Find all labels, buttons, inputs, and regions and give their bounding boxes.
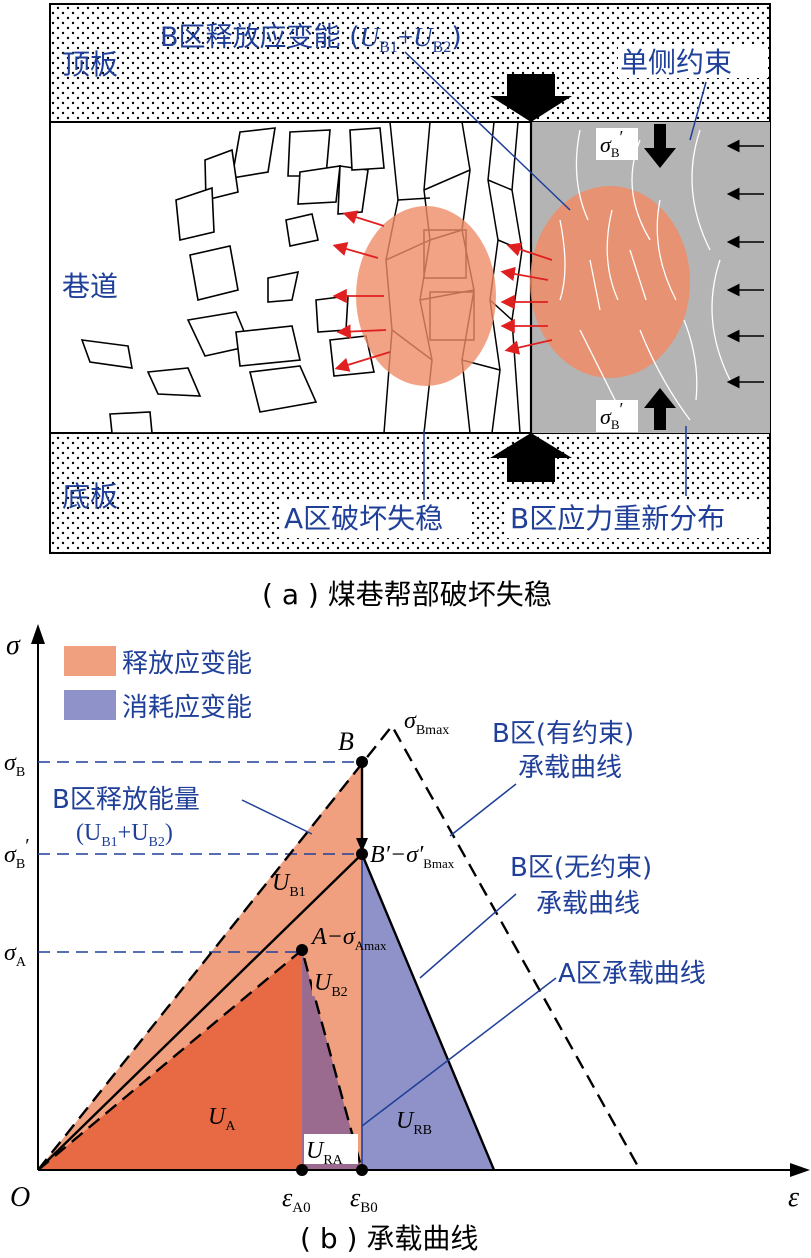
- curve-b-constrained: [37, 723, 642, 1171]
- roadway-label: 巷道: [62, 270, 118, 303]
- roof-label: 顶板: [62, 48, 118, 81]
- point-a-label: A−σAmax: [310, 924, 387, 953]
- zone-a-ellipse: [356, 206, 496, 386]
- curve-b-constrained-label-2: 承载曲线: [518, 753, 622, 783]
- floor-load-arrow: [490, 433, 572, 482]
- zone-a-area: [38, 950, 302, 1170]
- area-ub1-label: UB1: [272, 870, 306, 900]
- point-b-prime-label: B′−σ′Bmax: [370, 842, 455, 871]
- caption-a: ( a ) 煤巷帮部破坏失稳: [262, 578, 552, 611]
- panel-b: 释放应变能 消耗应变能 σ ε O σB σB′ σA εA0 εB0 B σB…: [4, 624, 810, 1255]
- x-tick-epsilon-b0: εB0: [350, 1183, 378, 1216]
- area-ua-label: UA: [208, 1104, 236, 1134]
- curve-b-constrained-label-1: B区(有约束): [492, 719, 634, 749]
- y-tick-sigma-b-prime: σB′: [4, 835, 30, 872]
- curve-b-unconstrained-label-1: B区(无约束): [510, 853, 652, 883]
- x-tick-epsilon-a0: εA0: [282, 1183, 311, 1216]
- legend: 释放应变能 消耗应变能: [64, 646, 252, 723]
- axis-epsilon-label: ε: [788, 1182, 799, 1213]
- release-arrows: [332, 210, 553, 372]
- curve-a-leader: [361, 977, 557, 1127]
- svg-text:A区破坏失稳: A区破坏失稳: [284, 502, 443, 535]
- curve-b-unconstrained-leader: [419, 893, 517, 979]
- key-points: [296, 756, 368, 1176]
- zone-b-label: B区应力重新分布: [506, 500, 764, 538]
- y-tick-sigma-b: σB: [4, 750, 25, 780]
- sigma-b-bottom-arrow: [644, 388, 676, 430]
- x-axis-arrow: [790, 1163, 810, 1177]
- svg-text:UB2: UB2: [314, 970, 348, 1000]
- svg-text:释放应变能: 释放应变能: [122, 649, 252, 679]
- svg-text:σB′: σB′: [600, 399, 624, 432]
- sigma-bmax-label: σBmax: [404, 708, 449, 738]
- b-release-label: B区释放应变能 (UB1+UB2): [160, 22, 462, 56]
- curve-b-unconstrained-label-2: 承载曲线: [536, 889, 640, 919]
- zone-b-ellipse: [530, 186, 690, 378]
- dashed-guides: [38, 761, 362, 953]
- point-b-label: B: [338, 727, 354, 756]
- rock-fragments: [80, 127, 385, 434]
- svg-text:单侧约束: 单侧约束: [620, 46, 732, 79]
- single-constraint-label: 单侧约束: [618, 44, 768, 79]
- svg-text:σB′: σB′: [600, 127, 624, 160]
- origin-label: O: [10, 1182, 30, 1213]
- sigma-b-top-label: σB′: [596, 127, 638, 160]
- area-ura-label: URA: [304, 1134, 358, 1168]
- energy-leader: [241, 799, 313, 835]
- energy-label-line2: (UB1+UB2): [76, 820, 173, 850]
- sigma-b-top-arrow: [644, 124, 676, 168]
- svg-text:B区应力重新分布: B区应力重新分布: [510, 502, 725, 535]
- zone-a-label: A区破坏失稳: [280, 500, 472, 538]
- y-tick-sigma-a: σA: [4, 940, 27, 970]
- curve-b-constrained-leader: [449, 783, 517, 837]
- panel-a: 顶板 底板 巷道 B区释放应变能 (UB1+UB2) 单侧约束 σB′ σB′ …: [49, 3, 771, 611]
- floor-label: 底板: [62, 480, 118, 513]
- y-axis-arrow: [31, 624, 45, 644]
- leader-lines: [404, 51, 707, 504]
- lateral-stress-arrows: [726, 139, 764, 389]
- area-ub2-label: UB2: [312, 966, 360, 1000]
- sigma-b-bottom-label: σB′: [596, 399, 638, 432]
- curve-a-label: A区承载曲线: [558, 959, 706, 989]
- caption-b: ( b ) 承载曲线: [300, 1222, 478, 1255]
- svg-text:URA: URA: [306, 1138, 344, 1168]
- roof-load-arrow: [490, 74, 572, 122]
- svg-text:消耗应变能: 消耗应变能: [122, 693, 252, 723]
- energy-label-line1: B区释放能量: [52, 785, 200, 815]
- axis-sigma-label: σ: [6, 630, 21, 661]
- area-urb-label: URB: [396, 1108, 432, 1138]
- b-drop-arrowhead: [356, 838, 368, 852]
